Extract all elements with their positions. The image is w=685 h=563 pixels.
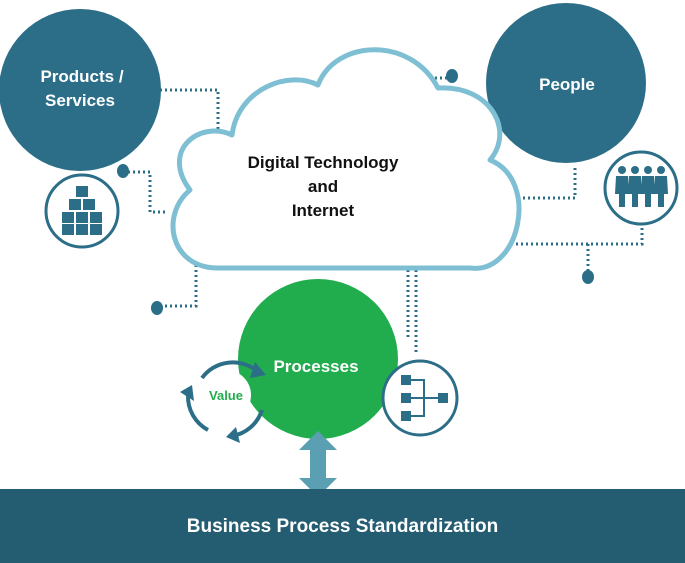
- cloud-label-line3: Internet: [292, 201, 355, 220]
- cloud-shape: [170, 47, 522, 271]
- connector-products-cloud: [160, 88, 220, 132]
- products-label-line2: Services: [45, 91, 115, 110]
- value-cycle: Value: [180, 360, 266, 443]
- connector-left-dot-cloud: [160, 262, 198, 308]
- connector-boxes-dot: [123, 170, 166, 214]
- cloud-label-line1: Digital Technology: [248, 153, 399, 172]
- dotted-connectors: [123, 76, 644, 355]
- people-circle: [486, 3, 646, 163]
- people-node: People: [486, 3, 646, 163]
- connector-people-icon-cloud: [485, 228, 644, 246]
- processes-circle: [238, 279, 398, 439]
- processes-label: Processes: [273, 357, 358, 376]
- dot-upper-left: [117, 164, 129, 178]
- flowchart-icon: [381, 359, 459, 437]
- connector-dots: [117, 69, 594, 315]
- people-label: People: [539, 75, 595, 94]
- products-label-line1: Products /: [40, 67, 123, 86]
- footer-label: Business Process Standardization: [186, 516, 499, 537]
- double-arrow-icon: [299, 431, 337, 497]
- footer-bar: Business Process Standardization: [0, 489, 685, 563]
- processes-node: Processes: [238, 279, 398, 439]
- cloud-label-line2: and: [308, 177, 338, 196]
- people-group-icon: [603, 150, 679, 226]
- connector-people-cloud: [500, 168, 577, 200]
- dot-lower-left: [151, 301, 163, 315]
- dot-lower-right: [582, 270, 594, 284]
- dot-upper-right: [446, 69, 458, 83]
- products-services-circle: [0, 9, 161, 171]
- products-services-node: Products / Services: [0, 9, 161, 171]
- boxes-icon: [44, 173, 120, 249]
- cloud-node: Digital Technology and Internet: [170, 47, 522, 271]
- value-label: Value: [209, 388, 243, 403]
